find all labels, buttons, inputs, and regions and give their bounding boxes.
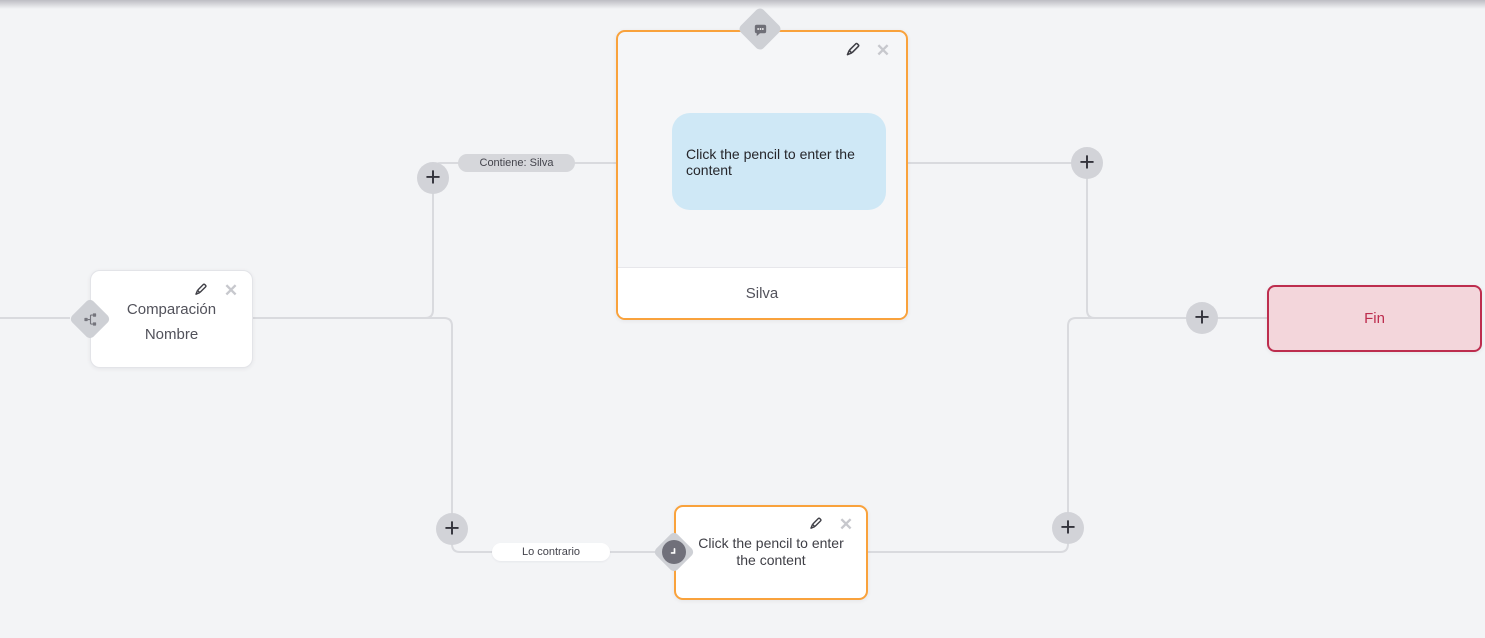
sitemap-icon: [75, 304, 105, 334]
delete-node-icon[interactable]: ✕: [838, 514, 854, 534]
message-bubble: Click the pencil to enter the content: [672, 113, 886, 210]
wire-condition-to-delay: [253, 317, 655, 553]
condition-subtitle: Nombre: [144, 326, 199, 343]
edit-pencil-icon[interactable]: [191, 281, 209, 299]
add-step-button[interactable]: +: [436, 513, 468, 545]
message-node[interactable]: ✕ Click the pencil to enter the content …: [616, 30, 908, 320]
add-step-button[interactable]: +: [1186, 302, 1218, 334]
delete-node-icon[interactable]: ✕: [223, 280, 239, 300]
end-node-label: Fin: [1364, 310, 1385, 327]
condition-title: Comparación: [126, 301, 217, 318]
condition-port[interactable]: [68, 297, 112, 341]
condition-node[interactable]: ✕ Comparación Nombre: [90, 270, 253, 368]
end-node[interactable]: Fin: [1267, 285, 1482, 352]
edge-label-contains: Contiene: Silva: [458, 154, 575, 172]
clock-icon: [659, 537, 689, 567]
edge-label-otherwise: Lo contrario: [492, 543, 610, 561]
message-output-label: Silva: [745, 284, 779, 302]
message-bubble-text: Click the pencil to enter the content: [686, 145, 855, 178]
add-step-button[interactable]: +: [1052, 512, 1084, 544]
edit-pencil-icon[interactable]: [843, 41, 861, 59]
delay-placeholder-text: Click the pencil to enter the content: [698, 535, 844, 568]
message-port[interactable]: [737, 6, 783, 52]
delay-node[interactable]: ✕ Click the pencil to enter the content: [674, 505, 868, 600]
delay-port[interactable]: [652, 530, 696, 574]
message-output-row[interactable]: Silva: [618, 267, 906, 318]
add-step-button[interactable]: +: [417, 162, 449, 194]
wire-delay-to-end: [868, 317, 1267, 553]
wire-message-to-end: [908, 162, 1267, 319]
add-step-button[interactable]: +: [1071, 147, 1103, 179]
edit-pencil-icon[interactable]: [806, 515, 824, 533]
delete-node-icon[interactable]: ✕: [875, 40, 891, 60]
chat-icon: [744, 13, 776, 45]
